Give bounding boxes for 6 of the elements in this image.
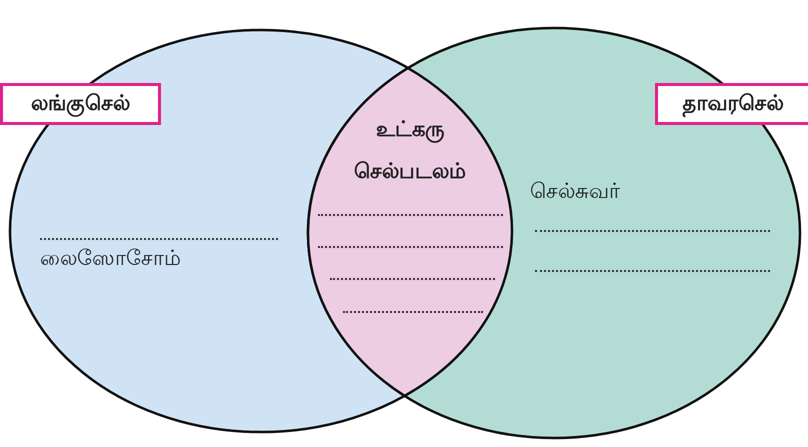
cell-type-label: தாவரசெல் <box>655 83 808 125</box>
cell-type-label: லங்குசெல் <box>0 83 161 125</box>
cell-part-label: லைஸோசோம் <box>40 245 181 272</box>
cell-part-label: உட்கரு <box>376 116 444 143</box>
cell-part-label: செல்படலம் <box>354 158 466 185</box>
cell-part-label: செல்சுவர் <box>530 178 620 205</box>
